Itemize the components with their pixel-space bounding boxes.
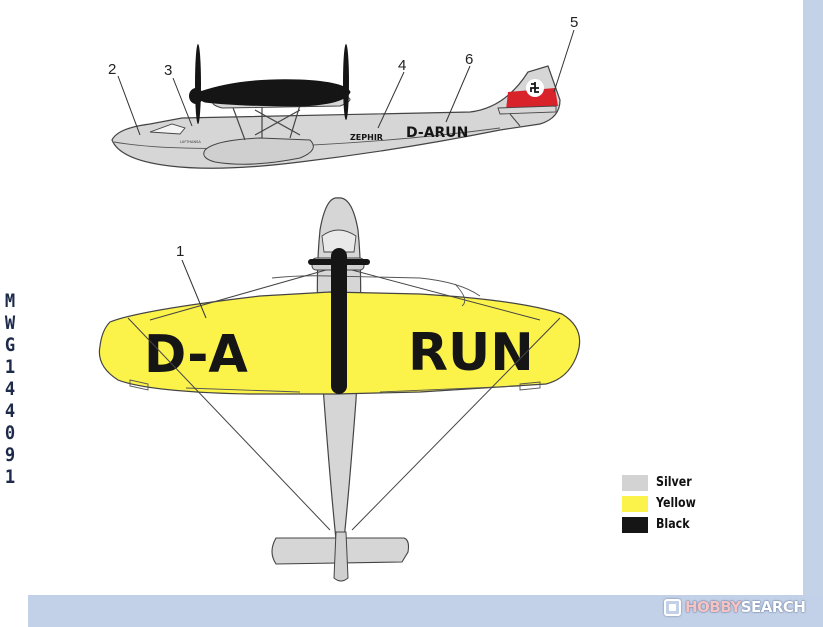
- side-code-char: 0: [4, 422, 16, 444]
- side-code-char: 1: [4, 356, 16, 378]
- legend-row-silver: Silver: [622, 472, 703, 493]
- frame-right-edge: [803, 0, 823, 627]
- side-code-char: 4: [4, 400, 16, 422]
- side-registration-text: D-ARUN: [406, 125, 468, 141]
- side-code-char: 9: [4, 444, 16, 466]
- side-callout-lines: [117, 29, 575, 136]
- side-product-code: M W G 1 4 4 0 9 1: [0, 290, 21, 488]
- hobbysearch-watermark: HOBBY SEARCH: [664, 598, 806, 616]
- legend-label-black: Black: [656, 517, 690, 532]
- side-code-char: W: [4, 312, 16, 334]
- side-tail-emblem: [530, 82, 539, 93]
- side-code-char: 1: [4, 466, 16, 488]
- callout-4: 4: [398, 57, 406, 74]
- watermark-logo-icon: [664, 598, 681, 616]
- side-rear-propeller: [343, 44, 349, 120]
- top-view: D-A RUN 1: [98, 197, 581, 582]
- legend-label-yellow: Yellow: [656, 496, 696, 511]
- callout-5: 5: [570, 14, 578, 31]
- sheet-left-strip: M W G 1 4 4 0 9 1: [0, 0, 28, 627]
- watermark-search: SEARCH: [740, 598, 806, 616]
- frame-bottom-band: [28, 595, 823, 627]
- side-tailplane: [497, 105, 557, 115]
- side-fuselage: [111, 65, 561, 169]
- top-wing-text-right: RUN: [408, 323, 534, 383]
- legend-swatch-silver: [622, 474, 648, 491]
- side-front-spinner: [189, 88, 203, 104]
- side-name-text: ZEPHIR: [350, 133, 383, 142]
- side-code-char: G: [4, 334, 16, 356]
- callout-2: 2: [108, 61, 116, 78]
- callout-6: 6: [465, 51, 473, 68]
- side-tail-strut: [509, 113, 521, 127]
- top-propeller-bar: [308, 259, 370, 265]
- side-tail-band: [506, 88, 558, 110]
- side-code-char: M: [4, 290, 16, 312]
- side-cockpit: [149, 123, 186, 135]
- legend-label-silver: Silver: [656, 475, 692, 490]
- legend-row-black: Black: [622, 514, 703, 535]
- top-propeller: [331, 248, 347, 394]
- side-engine-nacelle: [197, 79, 351, 107]
- side-code-char: 4: [4, 378, 16, 400]
- color-legend: Silver Yellow Black: [622, 472, 703, 535]
- side-view: D-ARUN ZEPHIR LUFTHANSA 2 3 4 6 5: [108, 14, 578, 169]
- side-front-propeller: [195, 44, 201, 124]
- watermark-hobby: HOBBY: [685, 598, 741, 616]
- top-bracing-wires: [127, 269, 561, 531]
- side-struts: [231, 104, 301, 141]
- side-sponson: [203, 137, 314, 165]
- top-cockpit: [321, 229, 357, 253]
- callout-1: 1: [176, 243, 184, 260]
- top-tail-fin: [333, 531, 349, 582]
- side-nose-text: LUFTHANSA: [180, 140, 201, 144]
- legend-swatch-yellow: [622, 495, 648, 512]
- legend-swatch-black: [622, 516, 648, 533]
- callout-3: 3: [164, 62, 172, 79]
- top-wing-details: [129, 275, 541, 393]
- top-wing-text-left: D-A: [144, 325, 248, 386]
- legend-row-yellow: Yellow: [622, 493, 703, 514]
- top-callout-line: [181, 259, 207, 319]
